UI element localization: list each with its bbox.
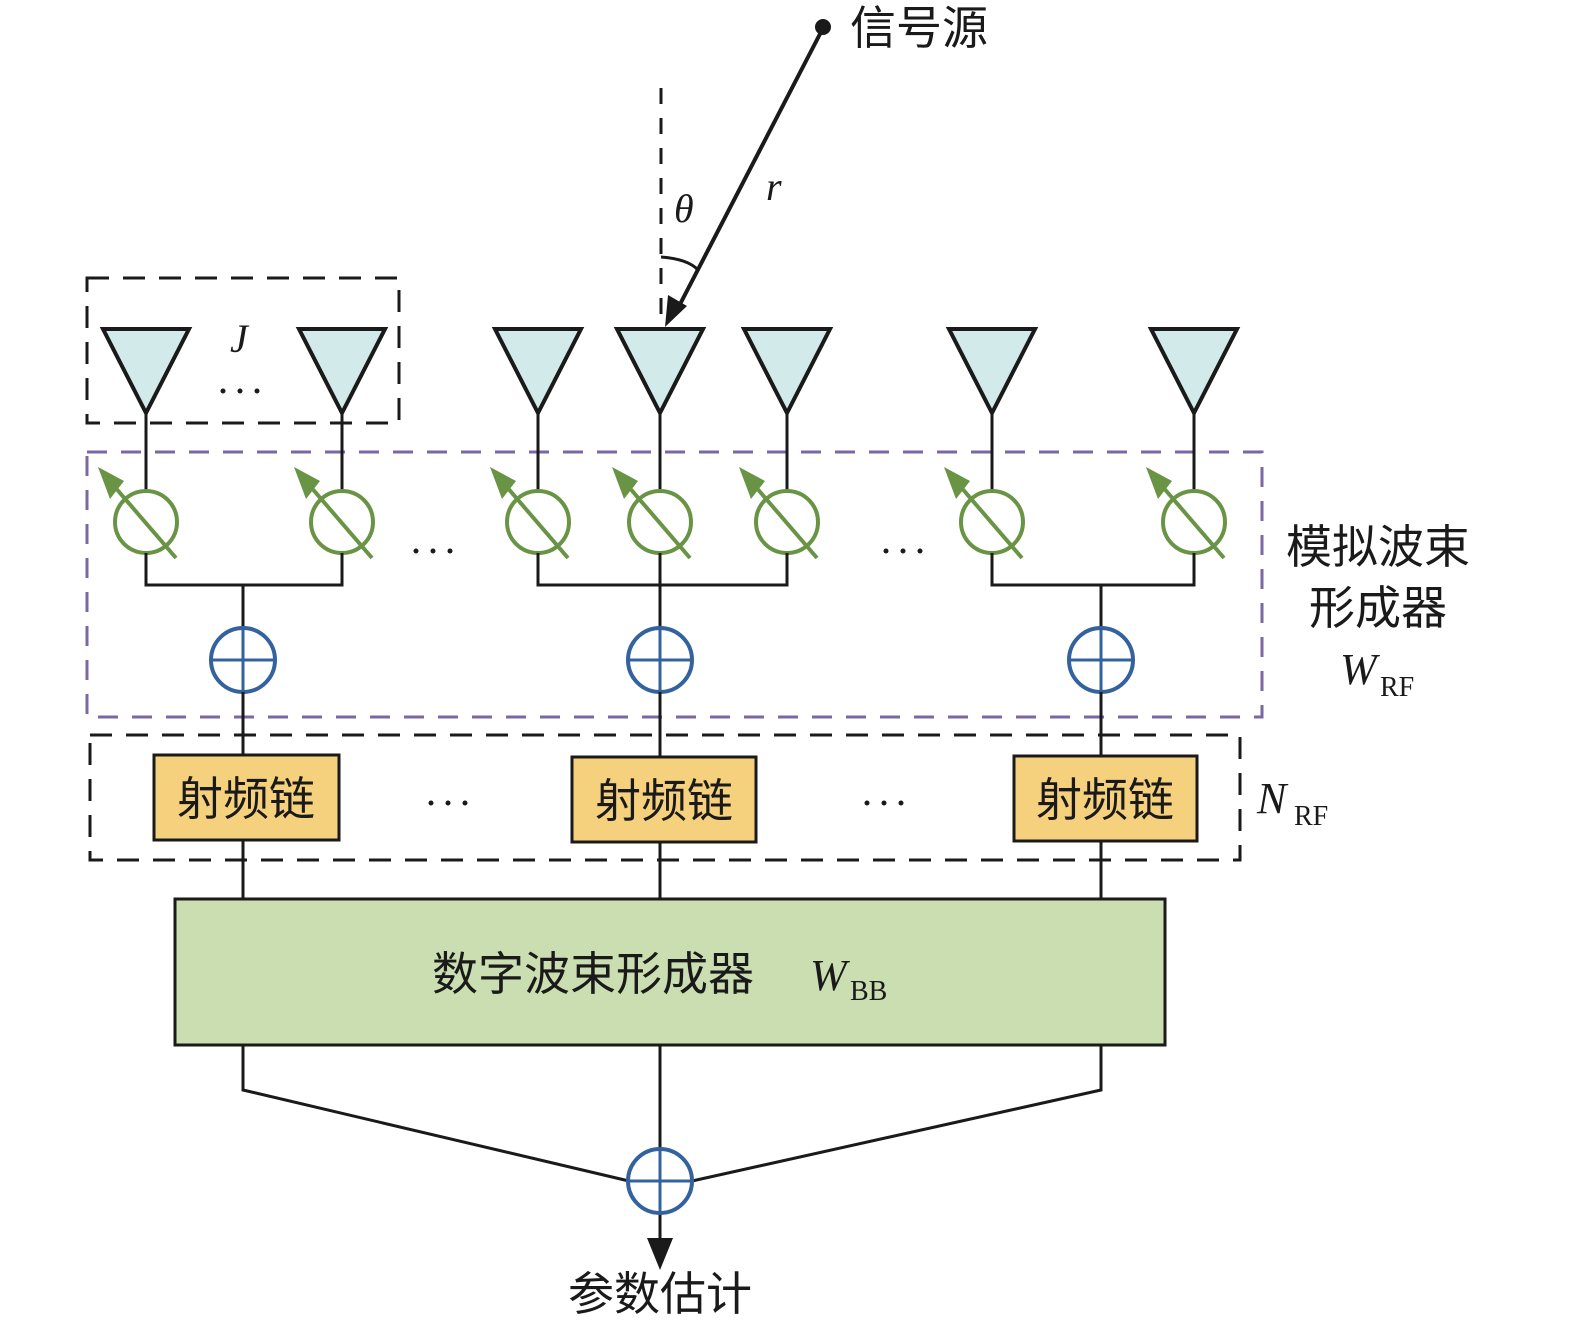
output-adder [626,1147,694,1215]
rf-chain-1-label: 射频链 [177,772,315,826]
phase-shifter-icon [1146,467,1227,560]
rf-ellipsis-left [428,800,468,806]
signal-source: 信号源 [815,1,988,55]
antenna-icon [740,327,834,418]
rf-chain-3: 射频链 [1012,754,1199,843]
antenna-icon [945,327,1039,418]
digital-beamformer: 数字波束形成器 W BB [173,897,1167,1047]
incident-arrowhead [665,295,687,327]
antenna-icon [613,327,707,418]
angle-label: θ [674,186,694,231]
phase-shifter-icon [294,467,375,560]
subarray-label: J [230,316,250,361]
signal-source-label: 信号源 [850,1,988,55]
signal-source-point [815,19,831,35]
adder-icon [209,626,277,694]
antenna-array [99,327,1241,418]
analog-subscript: RF [1380,672,1414,703]
analog-beamformer-box [85,450,1264,719]
digital-symbol: W [810,951,850,1000]
analog-label-line2: 形成器 [1309,581,1447,635]
phase-shifter-icon [944,467,1025,560]
phase-shifter-icon [490,467,571,560]
antenna-icon [1147,327,1241,418]
digital-beamformer-label: 数字波束形成器 [432,947,754,1001]
rf-chain-group-box [88,733,1242,862]
distance-label: r [766,164,782,209]
group-combiner-wires [144,557,1196,628]
rf-wires [241,692,1103,899]
analog-ellipsis-left [413,548,453,554]
analog-beamformer-label: 模拟波束 形成器 W RF [1286,520,1470,703]
analog-symbol: W [1340,645,1380,694]
antenna-icon [491,327,585,418]
analog-adders [209,626,1135,694]
rf-ellipsis-right [864,800,904,806]
rf-count-subscript: RF [1294,801,1328,832]
digital-subscript: BB [850,976,887,1007]
rf-count-symbol: N [1256,774,1289,823]
angle-arc [660,255,700,272]
rf-chain-3-label: 射频链 [1036,773,1174,827]
phase-shifter-icon [739,467,820,560]
rf-chain-2: 射频链 [570,755,758,844]
output-wires [241,1045,1103,1270]
analog-label-line1: 模拟波束 [1286,520,1470,574]
rf-chain-1: 射频链 [152,753,341,842]
output-arrowhead [647,1238,673,1270]
subarray-ellipsis [220,388,260,394]
rf-chain-2-label: 射频链 [595,774,733,828]
analog-ellipsis-right [883,548,923,554]
rf-chain-count-label: N RF [1256,774,1328,832]
output-label: 参数估计 [568,1267,752,1321]
adder-icon [1067,626,1135,694]
antenna-icon [99,327,193,418]
antenna-icon [295,327,389,418]
phase-shifter-icon [612,467,693,560]
subarray-box [85,276,401,425]
adder-icon [626,626,694,694]
phase-shifter-icon [98,467,179,560]
incident-ray [674,31,823,313]
